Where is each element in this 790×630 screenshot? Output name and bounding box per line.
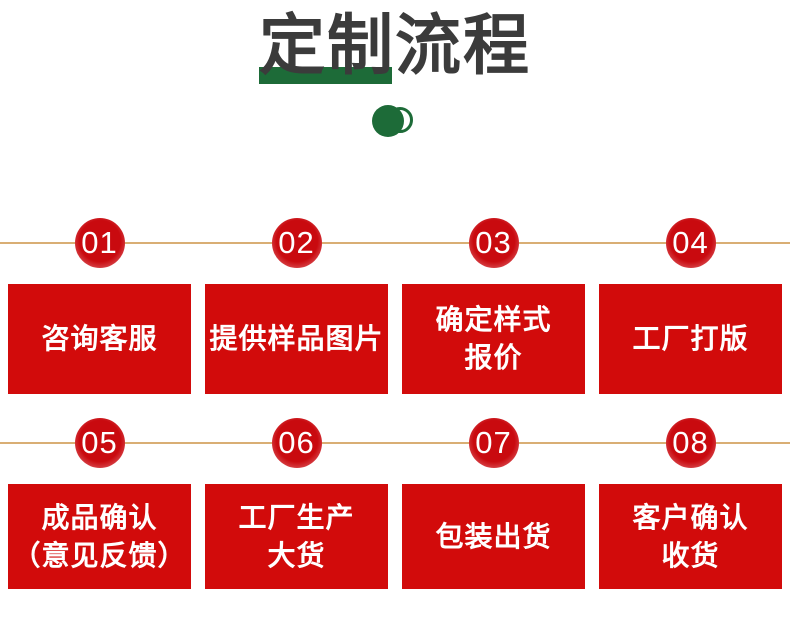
connector-line	[0, 442, 790, 444]
step-box: 客户确认 收货	[599, 484, 782, 589]
title-ornament	[372, 104, 418, 140]
title-underline-accent	[259, 67, 393, 84]
connector-line	[0, 242, 790, 244]
filled-circle-icon	[372, 105, 404, 137]
step-number-badge: 02	[271, 218, 322, 268]
step-number-badge: 01	[74, 218, 125, 268]
step-number-badge: 03	[468, 218, 519, 268]
step-box: 提供样品图片	[205, 284, 388, 394]
step-label: 成品确认 （意见反馈）	[12, 501, 187, 571]
step-box: 工厂打版	[599, 284, 782, 394]
step-number-badge: 07	[468, 418, 519, 468]
step-box: 确定样式 报价	[402, 284, 585, 394]
step-label: 提供样品图片	[209, 323, 384, 355]
step-box: 包装出货	[402, 484, 585, 589]
step-box: 工厂生产 大货	[205, 484, 388, 589]
step-label: 客户确认 收货	[632, 501, 749, 571]
page-title-text: 定制流程	[259, 8, 531, 82]
step-label: 工厂打版	[632, 323, 749, 355]
step-label: 确定样式 报价	[435, 304, 552, 373]
step-box: 成品确认 （意见反馈）	[8, 484, 191, 589]
step-boxes-row: 咨询客服 提供样品图片 确定样式 报价 工厂打版	[0, 284, 790, 394]
step-label: 咨询客服	[41, 323, 158, 355]
step-badges-row: 05 06 07 08	[0, 418, 790, 468]
step-boxes-row: 成品确认 （意见反馈） 工厂生产 大货 包装出货 客户确认 收货	[0, 484, 790, 589]
step-number-badge: 04	[665, 218, 716, 268]
process-row-2: 05 06 07 08 成品确认 （意见反馈） 工厂生产 大货 包装出货 客户确…	[0, 418, 790, 589]
section-header: 定制流程	[0, 0, 790, 140]
step-badges-row: 01 02 03 04	[0, 218, 790, 268]
step-box: 咨询客服	[8, 284, 191, 394]
step-label: 工厂生产 大货	[238, 501, 355, 571]
step-number-badge: 06	[271, 418, 322, 468]
process-row-1: 01 02 03 04 咨询客服 提供样品图片 确定样式 报价 工厂打版	[0, 218, 790, 394]
step-label: 包装出货	[435, 520, 552, 552]
step-number-badge: 05	[74, 418, 125, 468]
page-title: 定制流程	[259, 12, 531, 84]
step-number-badge: 08	[665, 418, 716, 468]
